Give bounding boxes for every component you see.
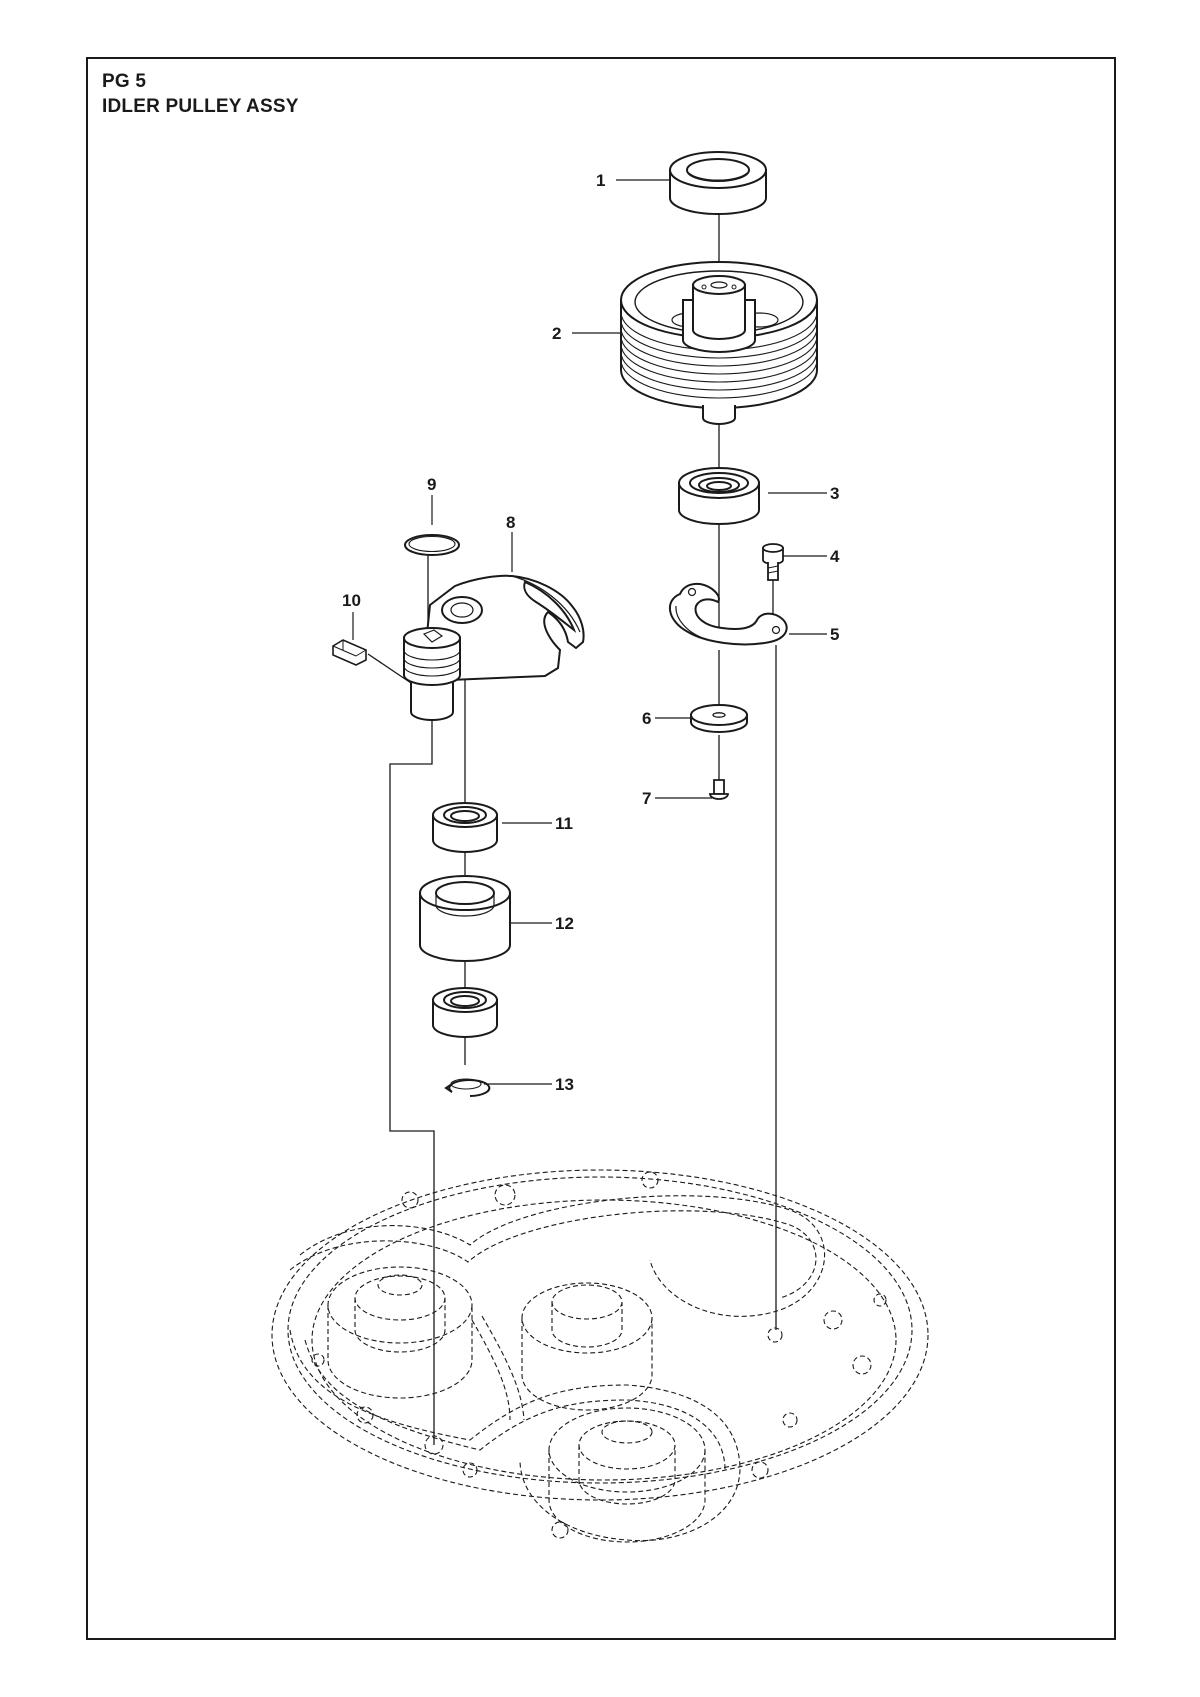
part-11-bearing [432,802,498,853]
callout-13: 13 [555,1075,574,1094]
callout-6: 6 [642,709,651,728]
callout-labels: 1 2 3 4 5 6 7 8 9 10 11 12 13 [342,171,840,1094]
callout-2: 2 [552,324,561,343]
page-title: IDLER PULLEY ASSY [102,96,299,117]
part-3-bearing [678,467,760,525]
part-13-circlip [444,1078,491,1097]
callout-11: 11 [555,814,573,833]
part-8-tensioner-arm [421,574,585,682]
deck-housing-phantom [271,1169,929,1543]
callout-9: 9 [427,475,436,494]
part-7-screw [709,779,729,800]
page-code: PG 5 [102,71,147,92]
part-1-seal [669,151,767,215]
part-6-washer [690,704,748,733]
part-12-roller [419,875,511,962]
part-9-o-ring [404,534,460,556]
callout-8: 8 [506,513,515,532]
callout-12: 12 [555,914,574,933]
callout-1: 1 [596,171,605,190]
callout-4: 4 [830,547,840,566]
callout-5: 5 [830,625,839,644]
callout-7: 7 [642,789,651,808]
part-10-key [332,639,367,666]
part-4-bolt [762,543,784,581]
callout-10: 10 [342,591,361,610]
part-8-shaft [403,627,461,721]
callout-3: 3 [830,484,839,503]
lower-bearing [432,987,498,1038]
part-2-pulley [620,261,818,425]
part-5-bracket [669,582,788,646]
drawing-frame: PG 5 IDLER PULLEY ASSY [86,57,1116,1640]
